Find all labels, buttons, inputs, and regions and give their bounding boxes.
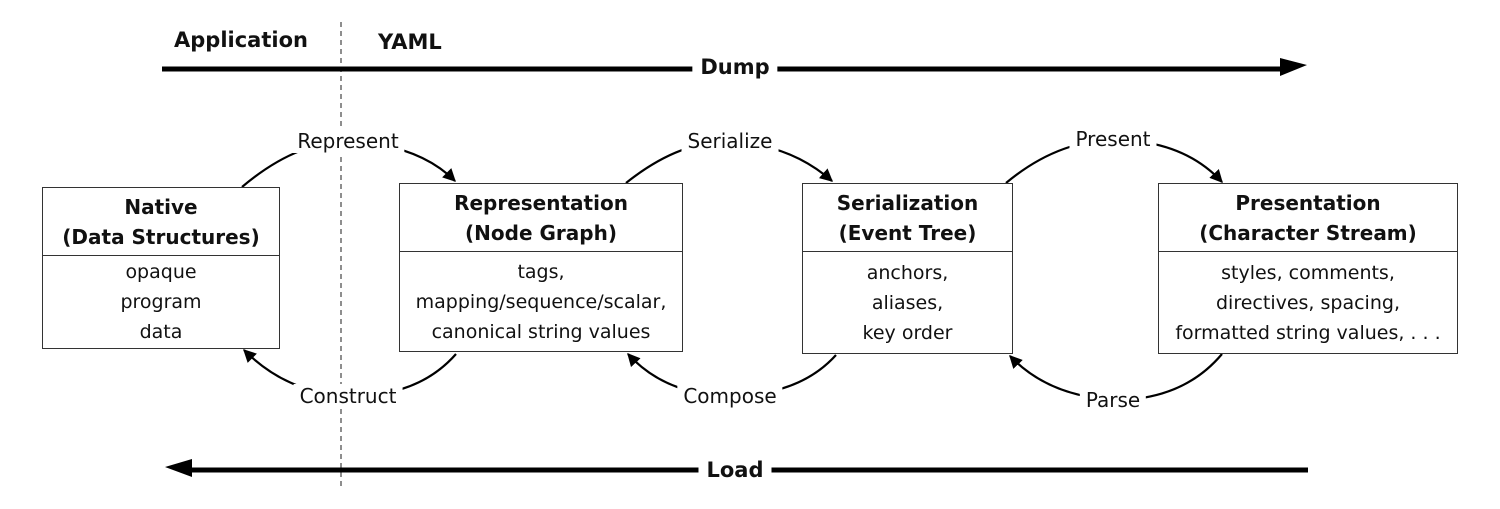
representation-box: Representation (Node Graph) tags, mappin… xyxy=(399,183,683,352)
presentation-box: Presentation (Character Stream) styles, … xyxy=(1158,183,1458,354)
representation-contents: tags, mapping/sequence/scalar, canonical… xyxy=(415,260,667,343)
native-box: Native (Data Structures) opaque program … xyxy=(42,187,280,349)
parse-label: Parse xyxy=(1079,388,1147,412)
application-heading: Application xyxy=(174,28,308,52)
native-contents: opaque program data xyxy=(120,261,202,343)
serialize-label: Serialize xyxy=(681,129,779,153)
yaml-heading: YAML xyxy=(378,30,442,54)
construct-label: Construct xyxy=(293,384,403,408)
presentation-contents: styles, comments, directives, spacing, f… xyxy=(1175,261,1441,344)
serialization-box: Serialization (Event Tree) anchors, alia… xyxy=(802,183,1013,354)
compose-label: Compose xyxy=(677,384,783,408)
load-label: Load xyxy=(698,458,772,482)
represent-label: Represent xyxy=(291,129,405,153)
presentation-title: Presentation (Character Stream) xyxy=(1159,184,1457,252)
representation-title: Representation (Node Graph) xyxy=(400,184,682,252)
serialization-contents: anchors, aliases, key order xyxy=(862,261,953,344)
dump-label: Dump xyxy=(692,55,778,79)
native-title: Native (Data Structures) xyxy=(43,188,279,256)
serialization-title: Serialization (Event Tree) xyxy=(803,184,1012,252)
present-label: Present xyxy=(1069,127,1157,151)
